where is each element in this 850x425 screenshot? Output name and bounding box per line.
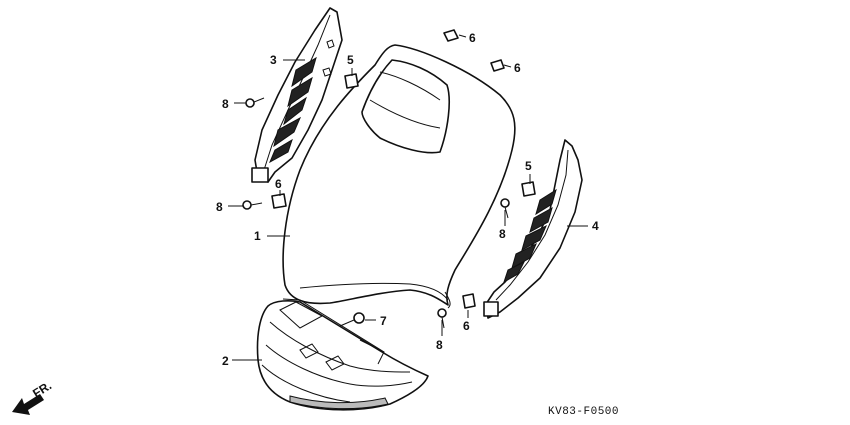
clip-nut-6d [462, 293, 476, 309]
lower-cover-part [256, 298, 429, 411]
diagram-code: KV83-F0500 [548, 406, 619, 418]
direction-arrow-icon [12, 394, 44, 415]
callout-6d: 6 [463, 319, 470, 333]
callout-8d: 8 [436, 338, 443, 352]
front-cover-part [282, 44, 516, 309]
left-inner-panel-part [251, 7, 343, 183]
screw-8b [242, 200, 263, 210]
callout-5b: 5 [525, 159, 532, 173]
front-direction-indicator: FR. [12, 378, 54, 415]
bolt-7 [339, 312, 365, 327]
clip-nut-6a [443, 29, 459, 42]
screw-8d [437, 308, 447, 329]
direction-label: FR. [30, 378, 54, 400]
callout-6c: 6 [275, 177, 282, 191]
callout-6a: 6 [469, 31, 476, 45]
callout-8a: 8 [222, 97, 229, 111]
callout-7: 7 [380, 314, 387, 328]
callout-2: 2 [222, 354, 229, 368]
screw-8c [500, 198, 510, 219]
callout-5a: 5 [347, 53, 354, 67]
callout-4: 4 [592, 219, 599, 233]
callout-8b: 8 [216, 200, 223, 214]
clip-nut-6b [490, 59, 505, 72]
clip-nut-6c [271, 193, 287, 209]
callout-3: 3 [270, 53, 277, 67]
callout-8c: 8 [499, 227, 506, 241]
right-inner-panel-part [483, 139, 583, 319]
spring-nut-5a [344, 73, 359, 89]
screw-8a [245, 97, 265, 108]
callout-6b: 6 [514, 61, 521, 75]
callout-1: 1 [254, 229, 261, 243]
spring-nut-5b [521, 181, 536, 197]
